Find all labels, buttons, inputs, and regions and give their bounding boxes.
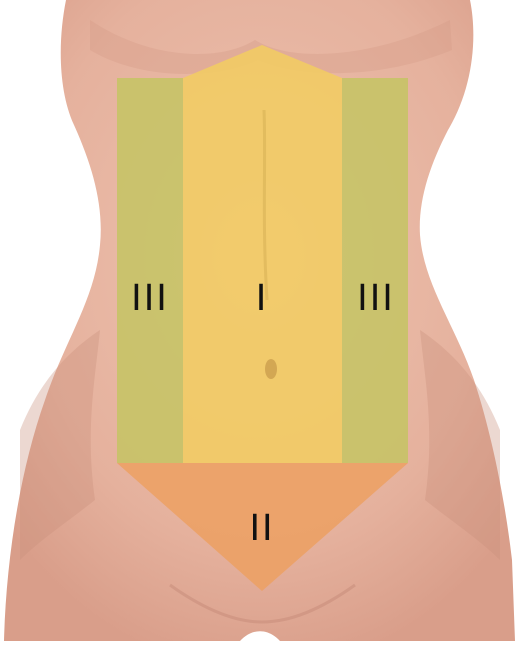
zone-I-overlay bbox=[183, 45, 342, 463]
zone-III-left-label: III bbox=[131, 277, 169, 319]
zone-II-label: II bbox=[249, 507, 274, 549]
navel bbox=[265, 359, 277, 379]
zone-I-label: I bbox=[256, 277, 269, 319]
zone-III-left-overlay bbox=[117, 78, 183, 463]
zone-III-right-label: III bbox=[357, 277, 395, 319]
zone-III-right-overlay bbox=[342, 78, 408, 463]
